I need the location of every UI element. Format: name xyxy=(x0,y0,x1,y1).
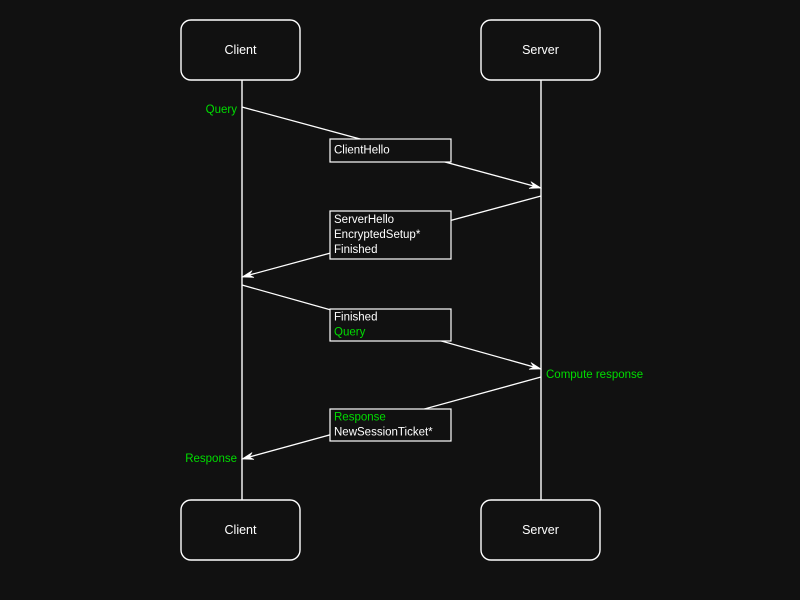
message-label-box xyxy=(329,138,452,163)
participant-box-shape xyxy=(480,19,601,81)
message-line: Query xyxy=(334,327,366,339)
note-query: Query xyxy=(206,104,238,116)
lifelines-group xyxy=(241,80,542,500)
arrow-head xyxy=(241,270,255,278)
message-line: Finished xyxy=(334,244,377,256)
participant-box-shape xyxy=(180,19,301,81)
message-line: ClientHello xyxy=(334,145,390,157)
participant-box-server-top: Server xyxy=(480,19,601,81)
message-line: EncryptedSetup* xyxy=(334,229,421,241)
participant-box-server-bottom: Server xyxy=(480,499,601,561)
participant-label: Server xyxy=(522,43,559,57)
message-label-box xyxy=(329,408,452,442)
participant-box-client-top: Client xyxy=(180,19,301,81)
message-line: ServerHello xyxy=(334,214,394,226)
note-response: Response xyxy=(185,453,237,465)
participant-box-shape xyxy=(180,499,301,561)
participant-label: Client xyxy=(225,43,257,57)
participant-label: Server xyxy=(522,523,559,537)
message-line: NewSessionTicket* xyxy=(334,427,433,439)
participant-box-shape xyxy=(480,499,601,561)
message-label-box xyxy=(329,210,452,260)
participant-box-client-bottom: Client xyxy=(180,499,301,561)
note-compute-response: Compute response xyxy=(546,369,643,381)
arrow-head xyxy=(241,452,255,460)
message-line: Finished xyxy=(334,312,377,324)
message-label-box xyxy=(329,308,452,342)
arrow-head xyxy=(528,362,542,370)
message-label-msg-client-hello: ClientHello xyxy=(329,138,452,163)
participant-label: Client xyxy=(225,523,257,537)
arrow-head xyxy=(528,181,542,189)
message-line: Response xyxy=(334,412,386,424)
